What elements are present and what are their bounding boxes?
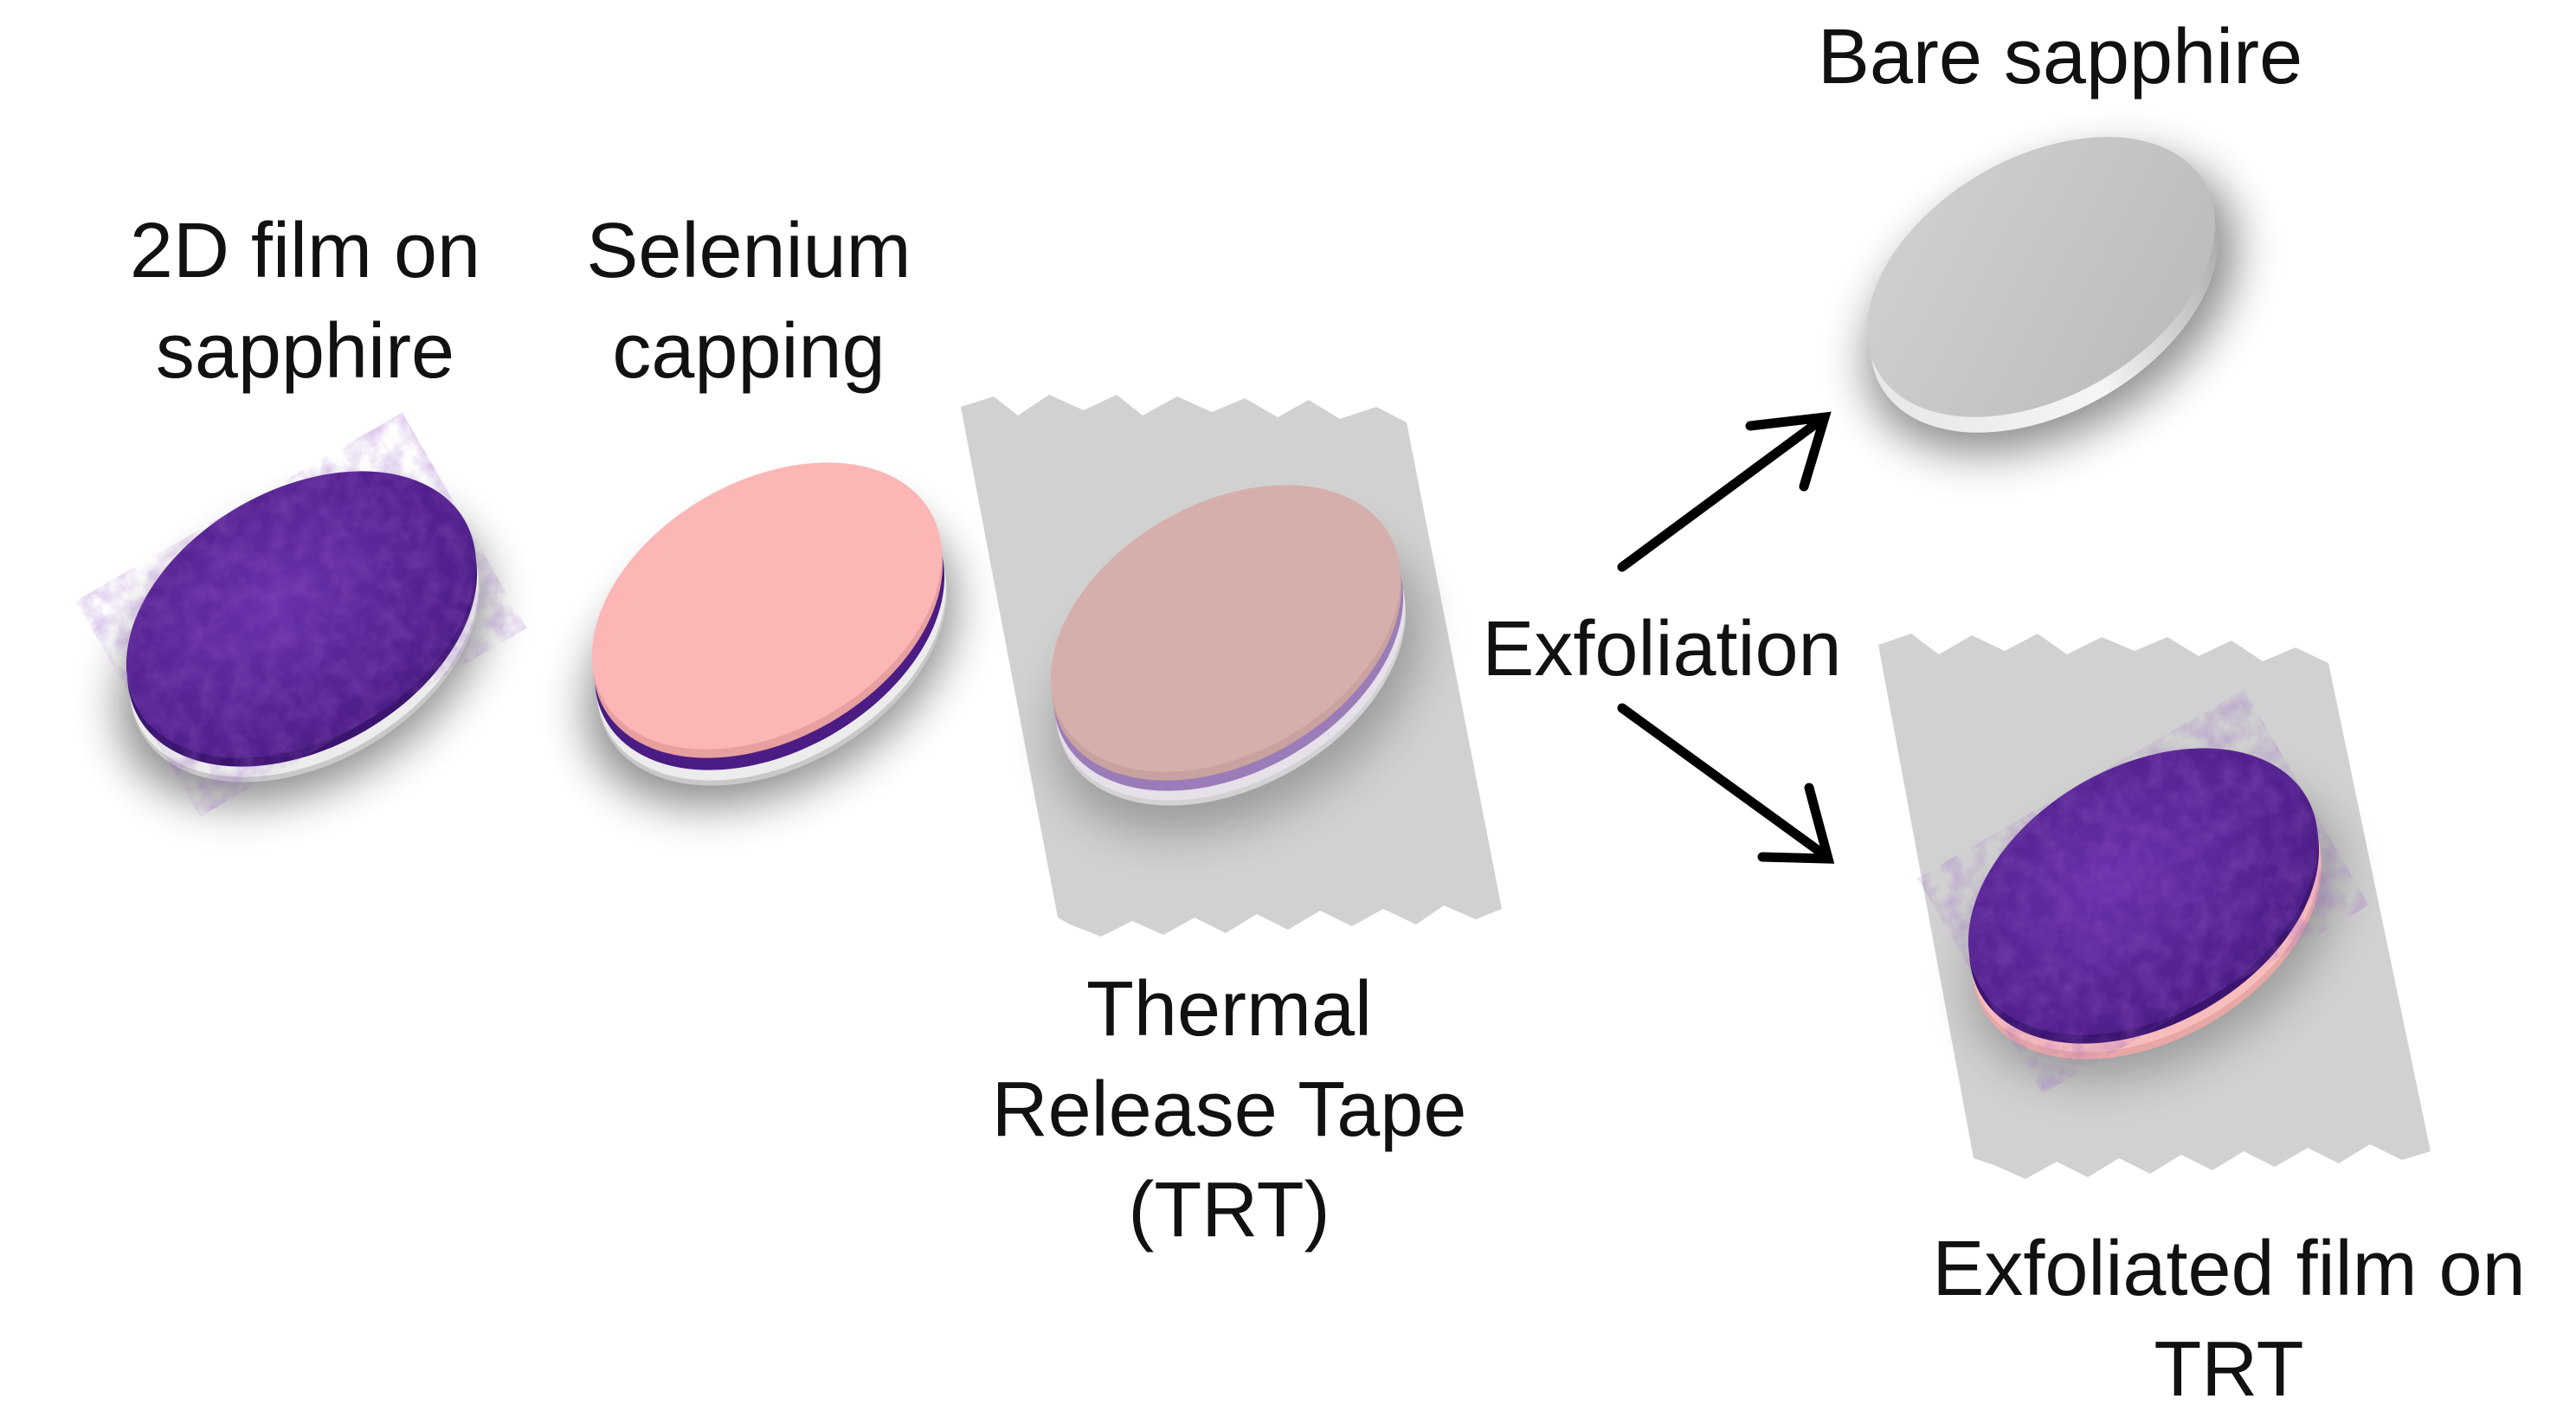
label-bare-sapphire: Bare sapphire [1748, 7, 2372, 107]
label-trt-line-2: Release Tape [991, 1066, 1467, 1153]
label-exfoliation: Exfoliation [1437, 599, 1887, 699]
label-exfoliated-film: Exfoliated film on TRT [1887, 1219, 2571, 1417]
label-trt-line-3: (TRT) [1128, 1167, 1330, 1253]
label-trt-line-1: Thermal [1085, 966, 1373, 1053]
arrow-to-bare-sapphire [1617, 411, 1832, 572]
label-selenium-capping-line-1: Selenium [586, 208, 911, 294]
label-thermal-release-tape: Thermal Release Tape (TRT) [935, 959, 1523, 1260]
thermal-release-tape-1 [961, 395, 1502, 937]
arrow-to-exfoliated-film [1617, 703, 1835, 864]
bare-sapphire-disk [1866, 137, 2237, 454]
label-film-on-sapphire-line-1: 2D film on [129, 208, 481, 294]
label-selenium-capping-line-2: capping [612, 308, 886, 395]
label-film-on-sapphire: 2D film on sapphire [69, 201, 541, 402]
label-exfoliated-film-line-2: TRT [2154, 1326, 2304, 1413]
label-bare-sapphire-text: Bare sapphire [1817, 14, 2303, 100]
label-exfoliated-film-line-1: Exfoliated film on [1932, 1226, 2526, 1312]
label-selenium-capping: Selenium capping [519, 201, 978, 402]
thermal-release-tape-2 [1878, 634, 2431, 1179]
selenium-capped-disk [586, 462, 955, 807]
label-exfoliation-text: Exfoliation [1482, 606, 1842, 692]
label-film-on-sapphire-line-2: sapphire [155, 308, 455, 395]
film-on-sapphire-disk [119, 471, 487, 804]
